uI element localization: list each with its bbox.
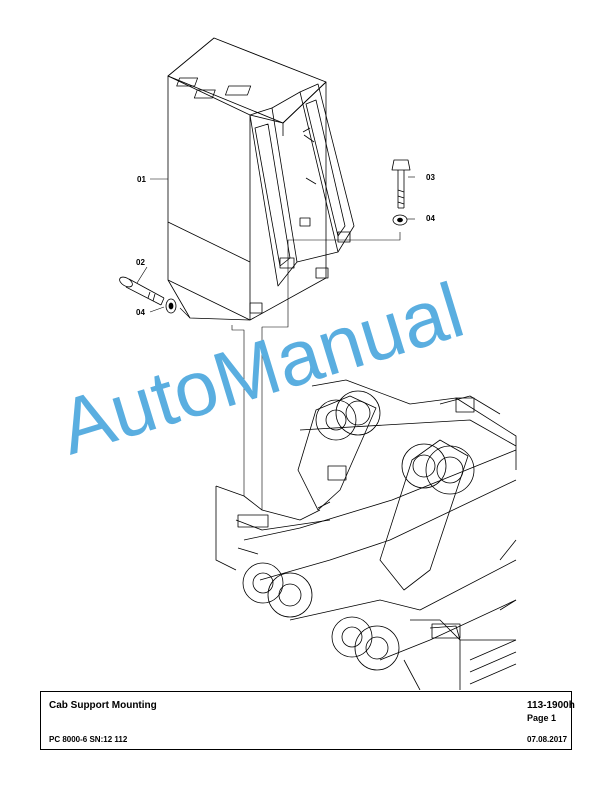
title-block: Cab Support Mounting 113-1900h Page 1 PC…: [40, 691, 575, 750]
drawing-title: Cab Support Mounting: [49, 700, 157, 711]
washer-upper: [392, 214, 408, 226]
bolt-vertical: [391, 159, 411, 209]
cab-support-box: [167, 37, 355, 321]
machine-frame: [215, 379, 517, 690]
callout-01: 01: [137, 175, 146, 184]
model-serial: PC 8000-6 SN:12 112: [49, 735, 128, 744]
leader-lines: [136, 176, 415, 510]
page-number: Page 1: [527, 713, 557, 723]
document-number: 113-1900h: [527, 700, 575, 711]
bolt-diagonal: [119, 276, 165, 306]
callout-02: 02: [136, 258, 145, 267]
exploded-parts-drawing: [119, 37, 517, 690]
callout-04-lower: 04: [136, 308, 145, 317]
callout-04-upper: 04: [426, 214, 435, 223]
callout-03: 03: [426, 173, 435, 182]
washer-lower: [165, 298, 177, 314]
issue-date: 07.08.2017: [527, 735, 568, 744]
